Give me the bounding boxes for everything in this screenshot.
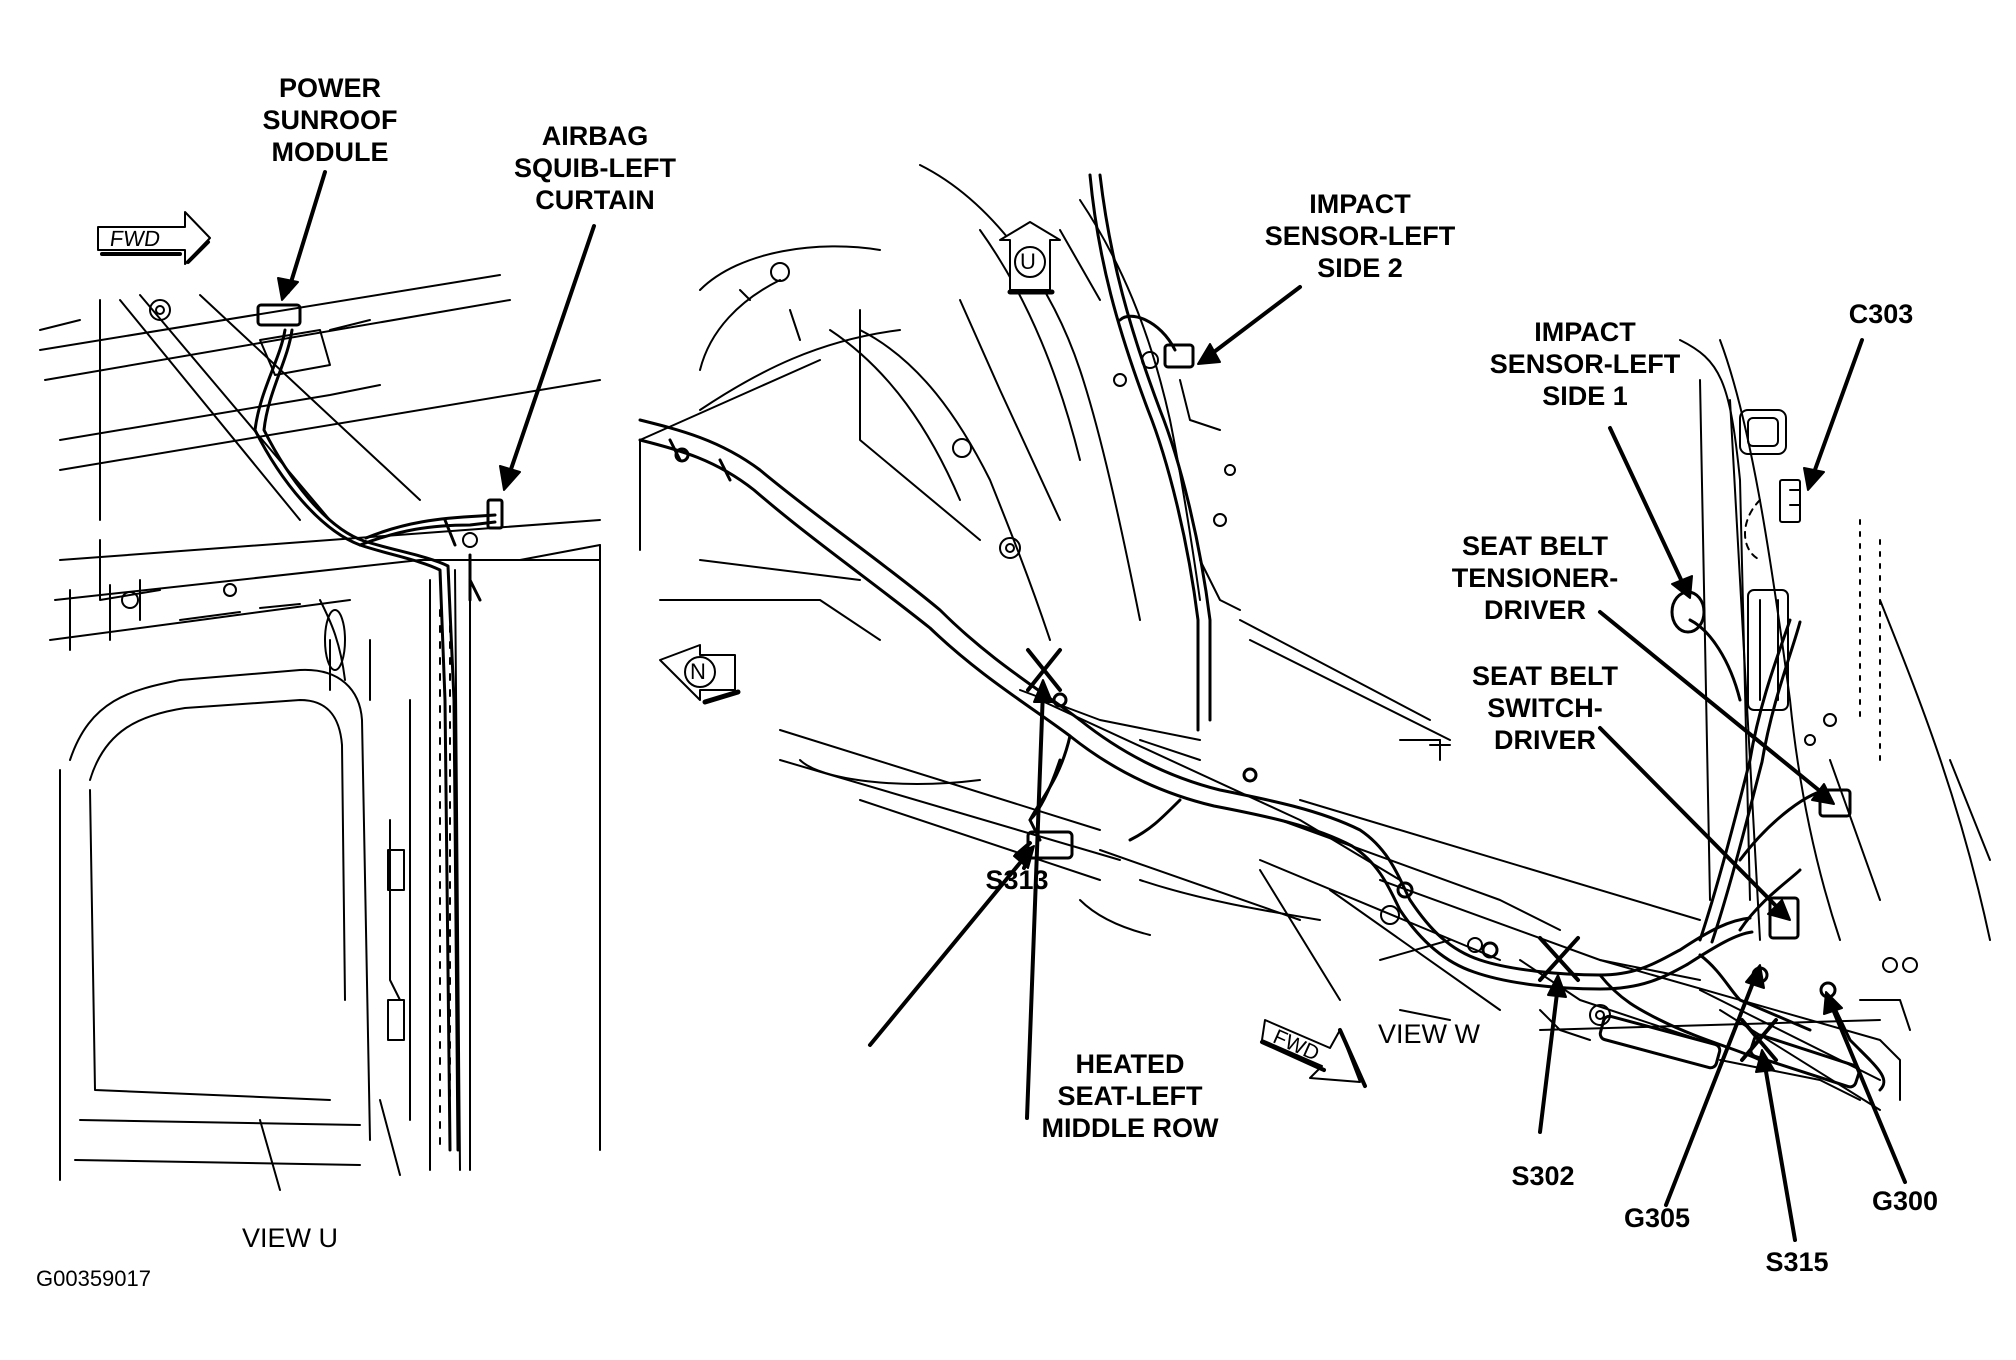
north-badge-text: N bbox=[690, 659, 706, 684]
label-line: AIRBAG bbox=[541, 121, 649, 151]
label-impact-sensor-left-side-2: IMPACT SENSOR-LEFT SIDE 2 bbox=[1260, 188, 1460, 284]
label-line: POWER bbox=[278, 73, 381, 103]
splice-s313-mark bbox=[1026, 648, 1062, 692]
label-impact-sensor-left-side-1: IMPACT SENSOR-LEFT SIDE 1 bbox=[1485, 316, 1685, 412]
label-g305: G305 bbox=[1623, 1203, 1691, 1233]
label-line: MIDDLE ROW bbox=[1041, 1113, 1219, 1143]
label-line: SEAT-LEFT bbox=[1057, 1081, 1203, 1111]
label-line: SWITCH- bbox=[1487, 693, 1603, 723]
label-seat-belt-tensioner-driver: SEAT BELT TENSIONER- DRIVER bbox=[1440, 530, 1630, 626]
view-u-structure bbox=[39, 274, 601, 1191]
label-line: SIDE 2 bbox=[1317, 253, 1403, 283]
label-line: CURTAIN bbox=[535, 185, 655, 215]
splice-s315-mark bbox=[1740, 1018, 1778, 1062]
label-line: SENSOR-LEFT bbox=[1264, 221, 1456, 251]
splice-markers bbox=[1026, 648, 1778, 1062]
label-s302: S302 bbox=[1511, 1161, 1575, 1191]
label-airbag-squib-left-curtain: AIRBAG SQUIB-LEFT CURTAIN bbox=[505, 120, 685, 216]
up-badge-icon bbox=[999, 221, 1061, 295]
view-w-caption: VIEW W bbox=[1378, 1019, 1480, 1049]
label-line: IMPACT bbox=[1534, 317, 1636, 347]
label-line: IMPACT bbox=[1309, 189, 1411, 219]
fwd-badge-left-text: FWD bbox=[108, 226, 162, 251]
figure-id: G00359017 bbox=[36, 1266, 151, 1291]
fwd-arrow-left-icon bbox=[97, 211, 211, 265]
label-c303: C303 bbox=[1848, 299, 1914, 329]
label-line: SQUIB-LEFT bbox=[514, 153, 676, 183]
up-badge-text: U bbox=[1020, 249, 1036, 274]
label-heated-seat-left-middle-row: HEATED SEAT-LEFT MIDDLE ROW bbox=[1030, 1048, 1230, 1144]
label-line: HEATED bbox=[1075, 1049, 1185, 1079]
label-seat-belt-switch-driver: SEAT BELT SWITCH- DRIVER bbox=[1450, 660, 1640, 756]
view-u-caption: VIEW U bbox=[242, 1223, 339, 1253]
label-line: SEAT BELT bbox=[1462, 531, 1608, 561]
label-line: MODULE bbox=[271, 137, 389, 167]
label-line: SEAT BELT bbox=[1472, 661, 1618, 691]
view-u-harness bbox=[253, 303, 504, 1152]
label-s315: S315 bbox=[1765, 1247, 1829, 1277]
label-s313: S313 bbox=[985, 865, 1049, 895]
view-w-structure bbox=[639, 164, 1991, 1111]
label-line: TENSIONER- bbox=[1451, 563, 1619, 593]
label-power-sunroof-module: POWER SUNROOF MODULE bbox=[255, 72, 405, 168]
north-badge-icon bbox=[659, 644, 741, 705]
label-g300: G300 bbox=[1871, 1186, 1939, 1216]
label-line: SENSOR-LEFT bbox=[1489, 349, 1681, 379]
leader-arrows bbox=[277, 170, 1907, 1242]
splice-s302-mark bbox=[1538, 936, 1580, 982]
label-line: SIDE 1 bbox=[1542, 381, 1628, 411]
label-line: DRIVER bbox=[1493, 725, 1596, 755]
fwd-arrow-right-icon bbox=[1260, 1019, 1367, 1088]
label-line: SUNROOF bbox=[262, 105, 398, 135]
label-line: DRIVER bbox=[1483, 595, 1586, 625]
